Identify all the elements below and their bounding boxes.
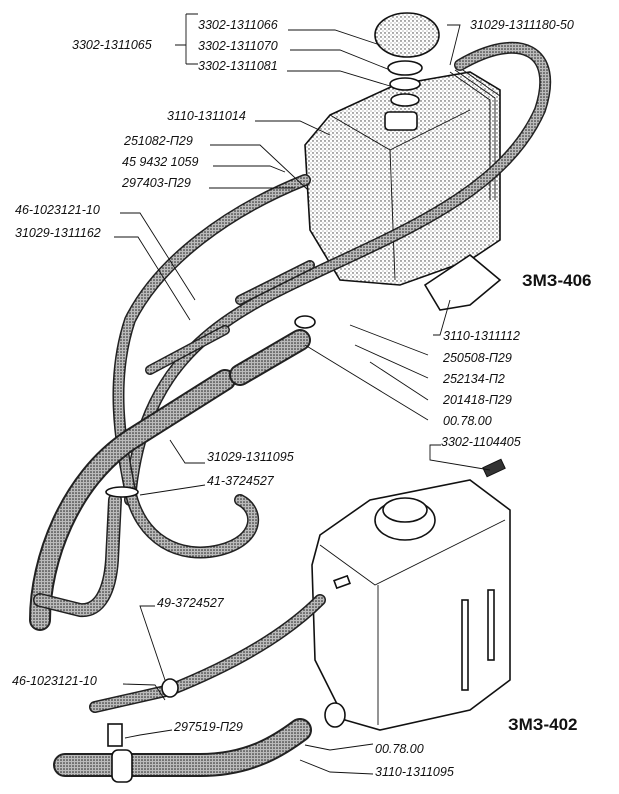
label-hose-upper: 46-1023121-10 xyxy=(15,203,100,217)
label-nut-b: 252134-П2 xyxy=(442,372,505,386)
hose-lower-upper xyxy=(89,594,326,713)
expansion-tank-402 xyxy=(311,479,511,731)
label-clip-top: 41-3724527 xyxy=(207,474,275,488)
clip-bracket-297519 xyxy=(107,723,133,783)
label-washer: 250508-П29 xyxy=(442,351,512,365)
leader-lines xyxy=(114,13,491,775)
clip-49 xyxy=(161,678,179,698)
label-clamp-mid: 00.78.00 xyxy=(443,414,492,428)
hose-lower-left xyxy=(33,493,122,618)
label-bolt-c: 201418-П29 xyxy=(442,393,512,407)
label-tank-406: 3110-1311014 xyxy=(167,109,246,123)
label-gasket-ring: 3302-1311070 xyxy=(198,39,278,53)
label-hose-mid: 31029-1311162 xyxy=(15,226,101,240)
label-hose-main: 31029-1311095 xyxy=(207,450,294,464)
label-cap: 3302-1311066 xyxy=(198,18,278,32)
engine-label-402: ЗМЗ-402 xyxy=(508,715,578,734)
outlet-nipple-402 xyxy=(324,702,346,728)
hose-bottom xyxy=(53,718,312,777)
label-hose-bottom: 3110-1311095 xyxy=(375,765,454,779)
label-hose-low: 46-1023121-10 xyxy=(12,674,97,688)
label-group-bracket: 3302-1311065 xyxy=(72,38,152,52)
filler-cap-406 xyxy=(374,12,440,107)
label-clip-bracket: 297519-П29 xyxy=(173,720,243,734)
clip-41 xyxy=(105,486,139,498)
label-bolt-a: 251082-П29 xyxy=(123,134,193,148)
part-labels: 3302-1311066 3302-1311070 3302-1311081 3… xyxy=(12,18,592,779)
hose-upper xyxy=(124,41,552,506)
label-tee: 3302-1104405 xyxy=(441,435,521,449)
label-clip-low: 49-3724527 xyxy=(157,596,225,610)
hose-mid-segments xyxy=(145,260,315,375)
label-clamp-top: 31029-1311180-50 xyxy=(470,18,574,32)
hose-left-loop xyxy=(112,174,311,559)
label-nut-a: 297403-П29 xyxy=(121,176,191,190)
mount-bracket-406 xyxy=(423,254,502,311)
label-bolt-b: 45 9432 1059 xyxy=(122,155,199,169)
engine-label-406: ЗМЗ-406 xyxy=(522,271,592,290)
label-clamp-low: 00.78.00 xyxy=(375,742,424,756)
label-bracket-406: 3110-1311112 xyxy=(443,329,520,343)
tee-fitting xyxy=(482,458,506,478)
label-valve: 3302-1311081 xyxy=(198,59,278,73)
